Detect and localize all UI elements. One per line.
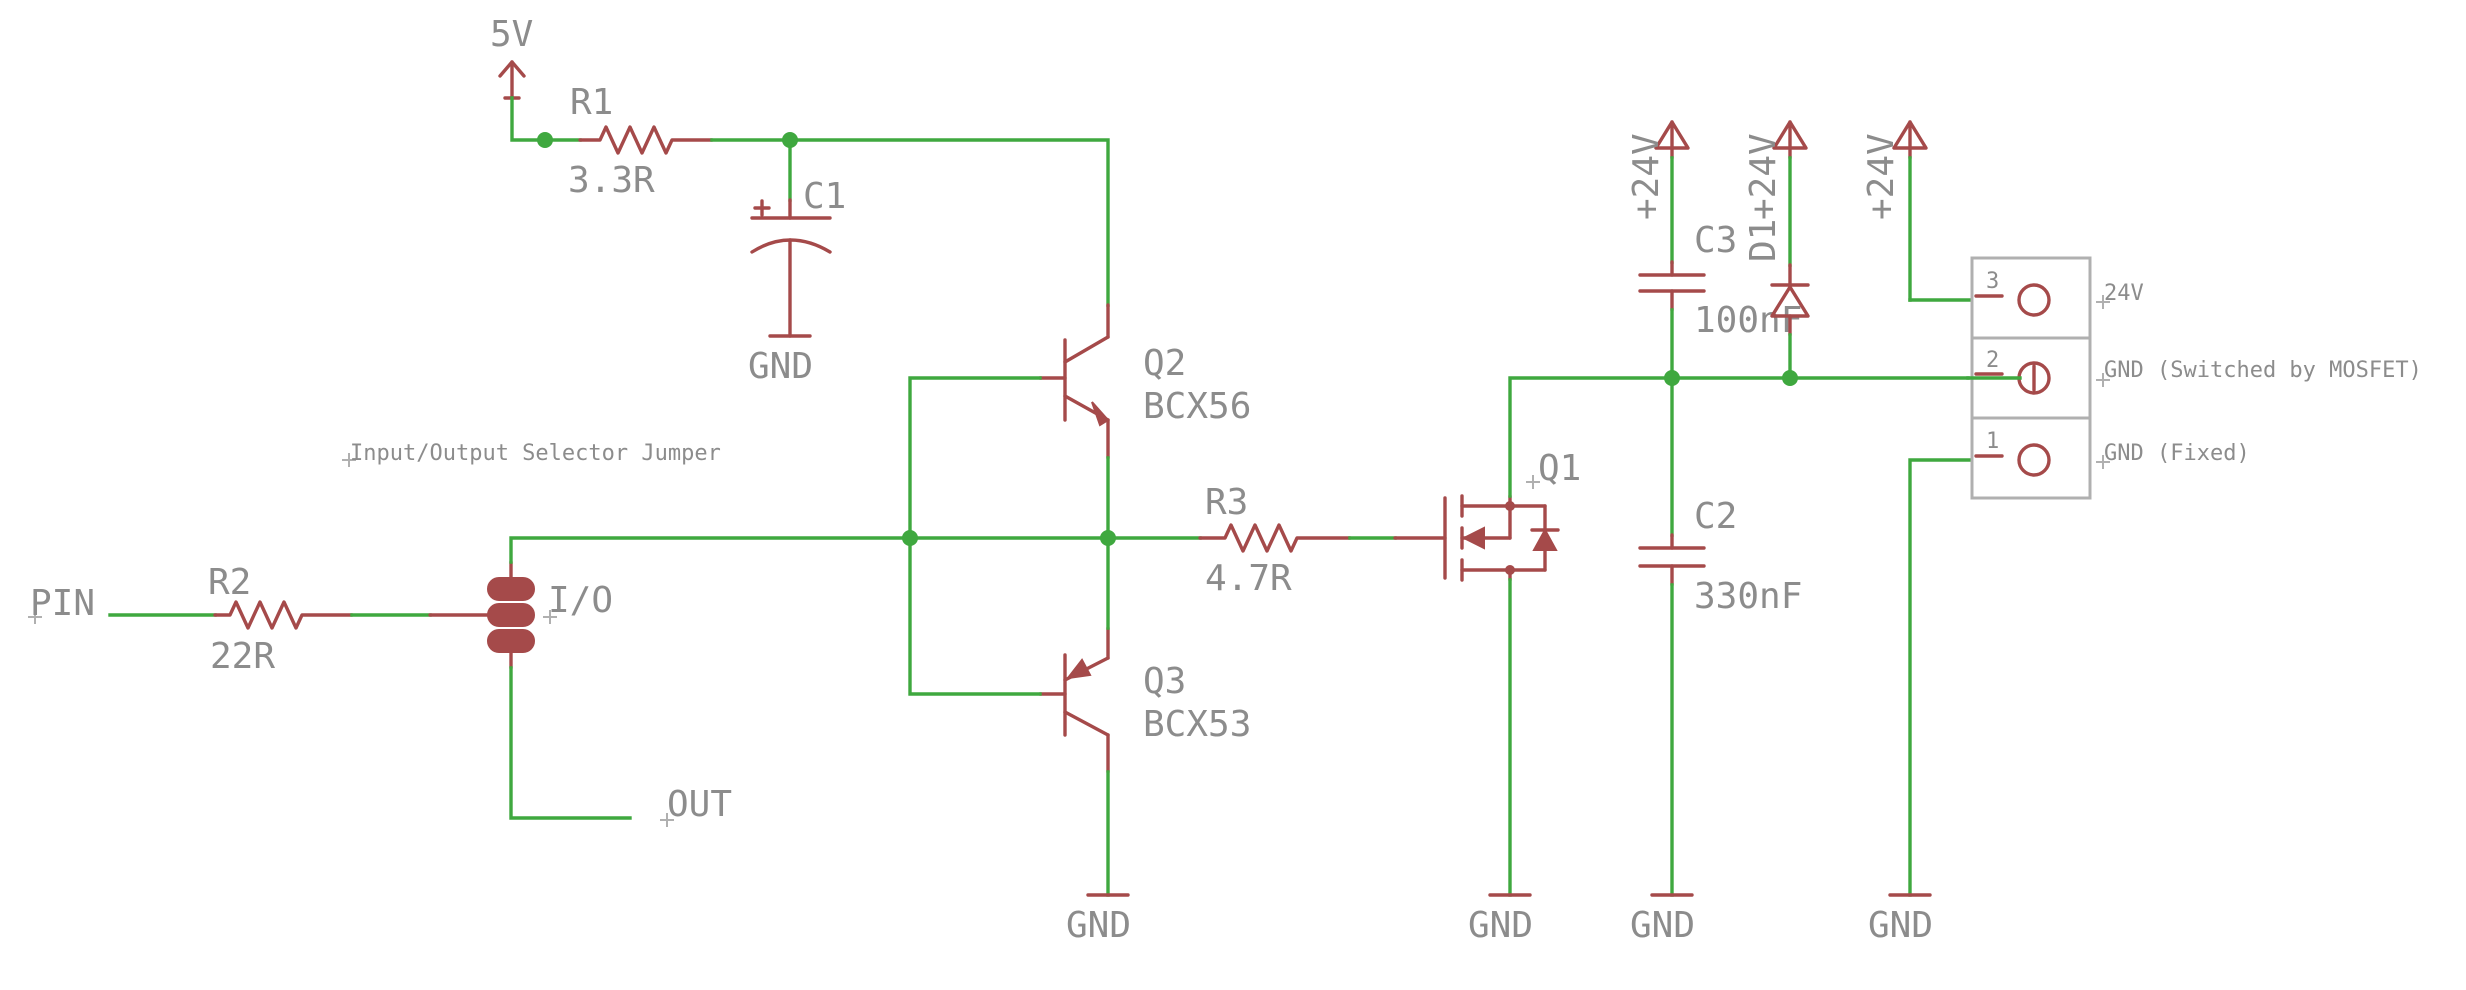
- ground-c2-label: GND: [1630, 905, 1695, 946]
- connector-pin3-num: 3: [1986, 269, 1999, 294]
- port-out-label: OUT: [667, 784, 732, 825]
- junction-dot-c1: [782, 132, 798, 148]
- resistor-r2: R2 22R: [208, 562, 354, 677]
- junction-dot-5v: [537, 132, 553, 148]
- r3-name: R3: [1205, 482, 1248, 523]
- c2-name: C2: [1694, 496, 1737, 537]
- capacitor-c3: C3 100nF: [1638, 220, 1802, 341]
- junction-dot-c3: [1664, 370, 1680, 386]
- c2-value: 330nF: [1694, 576, 1802, 617]
- junction-dot-emitters: [1100, 530, 1116, 546]
- q1-name: Q1: [1538, 448, 1581, 489]
- supply-5v-label: 5V: [490, 14, 533, 55]
- connector-pin3-pad: [2017, 283, 2051, 317]
- wire-conn-pin1: [1908, 458, 2022, 897]
- ground-q1: GND: [1468, 893, 1533, 946]
- connector-labels: 24V GND (Switched by MOSFET) GND (Fixed): [2096, 281, 2422, 469]
- d1-name: D1: [1743, 219, 1784, 262]
- junction-dot-bases: [902, 530, 918, 546]
- connector-pin3-label: 24V: [2104, 281, 2144, 306]
- supply-24v-d1-label: +24V: [1743, 133, 1784, 220]
- junction-dot-d1: [1782, 370, 1798, 386]
- resistor-r1: R1 3.3R: [568, 82, 714, 201]
- q3-value: BCX53: [1143, 704, 1251, 745]
- mosfet-q1: Q1: [1393, 448, 1581, 582]
- ground-q3: GND: [1066, 893, 1131, 946]
- supply-24v-conn-label: +24V: [1861, 133, 1902, 220]
- supply-24v-c3: +24V: [1626, 120, 1690, 220]
- ground-q3-label: GND: [1066, 905, 1131, 946]
- r2-name: R2: [208, 562, 251, 603]
- jumper-io: I/O: [428, 560, 613, 670]
- ground-q1-label: GND: [1468, 905, 1533, 946]
- c3-value: 100nF: [1694, 300, 1802, 341]
- r1-name: R1: [570, 82, 613, 123]
- wire-bases: [908, 376, 1042, 696]
- connector-pin1-label: GND (Fixed): [2104, 441, 2250, 466]
- capacitor-c1: C1: [750, 176, 846, 338]
- wire-q2-collector: [710, 138, 1110, 307]
- jumper-name: I/O: [548, 580, 613, 621]
- port-pin-label: PIN: [30, 583, 95, 624]
- supply-24v-d1: +24V: [1743, 120, 1808, 220]
- r3-value: 4.7R: [1205, 558, 1292, 599]
- transistor-q3: Q3 BCX53: [1038, 626, 1251, 774]
- connector-pin2-label: GND (Switched by MOSFET): [2104, 358, 2422, 383]
- supply-24v-conn: +24V: [1861, 120, 1928, 220]
- supply-24v-c3-label: +24V: [1626, 133, 1667, 220]
- connector-pin1-pad: [2017, 443, 2051, 477]
- wire-jumper-top: [509, 536, 1110, 564]
- resistor-r3: R3 4.7R: [1198, 482, 1352, 599]
- diode-d1: D1: [1743, 219, 1810, 337]
- supply-5v-symbol: 5V: [490, 14, 533, 100]
- ground-c1-label: GND: [748, 346, 813, 387]
- wire-mosfet-drain: [1508, 376, 1970, 498]
- jumper-note: Input/Output Selector Jumper: [342, 441, 721, 467]
- jumper-note-label: Input/Output Selector Jumper: [350, 441, 721, 466]
- c1-name: C1: [803, 176, 846, 217]
- ground-conn: GND: [1868, 893, 1933, 946]
- c3-name: C3: [1694, 220, 1737, 261]
- q3-name: Q3: [1143, 661, 1186, 702]
- connector-pin2-num: 2: [1986, 348, 1999, 373]
- port-out: OUT: [660, 784, 732, 827]
- port-pin: PIN: [28, 583, 95, 624]
- q2-name: Q2: [1143, 343, 1186, 384]
- ground-c2: GND: [1630, 893, 1695, 946]
- ground-conn-label: GND: [1868, 905, 1933, 946]
- ground-c1: GND: [748, 334, 813, 387]
- connector-pin1-num: 1: [1986, 429, 1999, 454]
- r2-value: 22R: [210, 636, 275, 677]
- connector-block: 3 2 1: [1970, 256, 2092, 500]
- wire-5v: [510, 96, 582, 142]
- transistor-q2: Q2 BCX56: [1038, 303, 1251, 460]
- capacitor-c2: C2 330nF: [1638, 496, 1802, 617]
- r1-value: 3.3R: [568, 160, 655, 201]
- wire-jumper-out: [509, 666, 632, 820]
- q2-value: BCX56: [1143, 386, 1251, 427]
